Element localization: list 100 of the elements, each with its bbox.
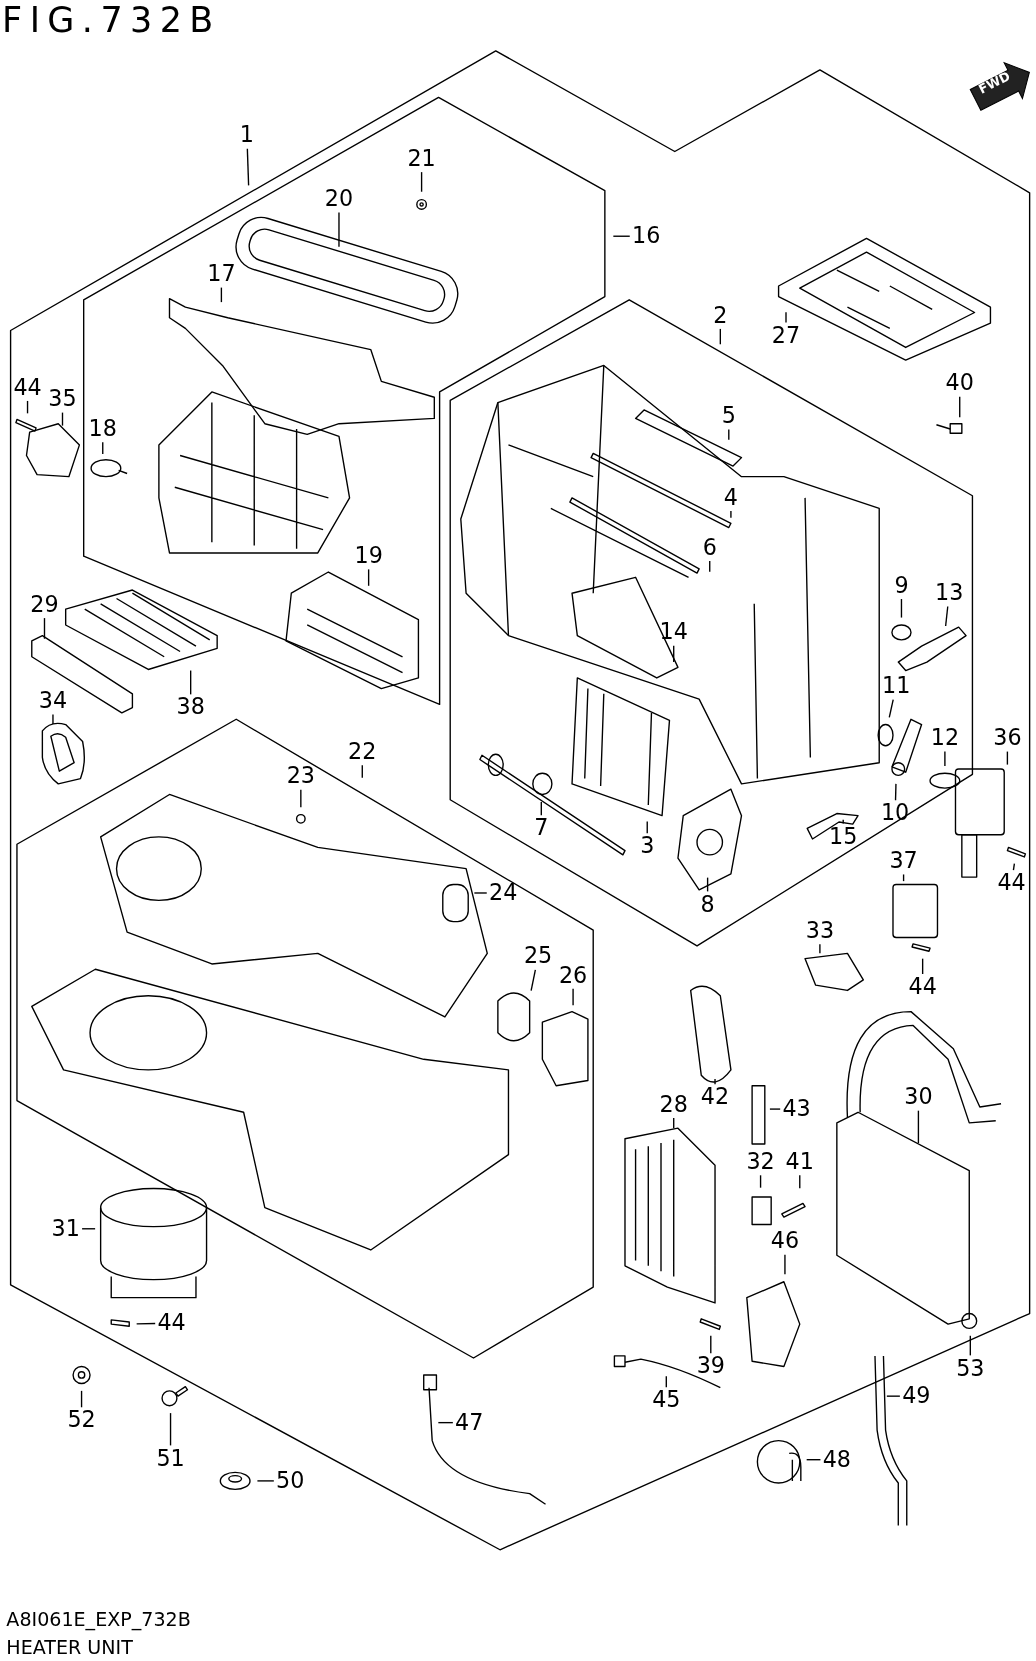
leader-line <box>52 713 54 725</box>
callout-number: 15 <box>829 825 858 848</box>
leader-line <box>361 764 363 779</box>
callout-number: 44 <box>157 1311 186 1335</box>
leader-line <box>785 311 787 324</box>
leader-line <box>246 148 250 187</box>
leader-line <box>673 644 675 663</box>
callout-number: 17 <box>207 263 236 286</box>
callout-number: 24 <box>489 881 518 905</box>
leader-line <box>530 969 537 992</box>
leader-line <box>473 892 488 894</box>
callout-number: 29 <box>30 593 59 616</box>
leader-line <box>572 988 574 1006</box>
callout-number: 32 <box>746 1150 775 1174</box>
leader-line <box>759 1174 762 1189</box>
leader-line <box>420 171 423 193</box>
leader-line <box>888 698 894 719</box>
leader-line <box>819 943 821 954</box>
leader-line <box>80 1390 83 1408</box>
callout-number: 4 <box>723 486 738 509</box>
leader-line <box>300 789 302 808</box>
callout-number: 36 <box>993 727 1022 750</box>
callout-number: 33 <box>805 920 835 943</box>
callout-number: 44 <box>908 976 937 999</box>
callout-number: 23 <box>286 765 315 788</box>
leader-line <box>367 568 370 587</box>
leader-line <box>805 1459 822 1461</box>
callout-number: 19 <box>354 545 383 568</box>
callout-number: 14 <box>659 621 688 644</box>
leader-line <box>710 1335 712 1354</box>
callout-number: 40 <box>945 372 974 395</box>
leader-line <box>540 801 542 816</box>
callout-number: 37 <box>889 850 918 873</box>
callout-number: 2 <box>713 304 728 327</box>
leader-line <box>894 783 897 801</box>
figure-title: FIG.732B <box>2 2 221 38</box>
leader-line <box>921 957 924 975</box>
leader-line <box>220 286 223 303</box>
leader-line <box>256 1480 275 1482</box>
leader-line <box>959 396 961 419</box>
callout-number: 22 <box>348 741 377 764</box>
leader-line <box>944 750 946 767</box>
leader-line <box>709 560 711 573</box>
callout-number: 25 <box>523 945 553 968</box>
callout-number: 38 <box>176 696 205 719</box>
leader-line <box>728 428 730 441</box>
callout-number: 45 <box>652 1389 681 1412</box>
leader-line <box>784 1254 786 1276</box>
leader-line <box>646 820 648 834</box>
callout-number: 34 <box>38 690 68 713</box>
drawing-code: A8I061E_EXP_732B <box>6 1610 191 1630</box>
leader-line <box>769 1108 781 1110</box>
callout-number: 11 <box>882 675 911 698</box>
callout-number: 52 <box>67 1409 96 1432</box>
leader-line <box>102 441 104 455</box>
leader-line <box>944 605 949 627</box>
callout-number: 1 <box>239 124 254 147</box>
leader-line <box>612 235 631 237</box>
leader-line <box>1012 862 1016 871</box>
leader-line <box>799 1174 801 1189</box>
leader-line <box>714 1078 716 1085</box>
callout-number: 44 <box>997 872 1026 895</box>
leader-line <box>706 876 709 893</box>
callout-number: 44 <box>13 376 42 399</box>
leader-line <box>665 1375 667 1388</box>
callout-number: 6 <box>702 536 717 559</box>
callout-number: 51 <box>156 1447 185 1470</box>
leader-line <box>61 411 64 427</box>
leader-line <box>169 1412 172 1447</box>
callout-number: 39 <box>696 1355 725 1378</box>
callout-number: 49 <box>902 1385 931 1408</box>
leader-line <box>26 400 29 415</box>
callout-number: 13 <box>934 582 964 605</box>
leader-line <box>437 1421 454 1424</box>
callout-number: 26 <box>558 964 588 987</box>
callout-number: 46 <box>770 1230 800 1253</box>
leader-line <box>1006 750 1009 766</box>
leader-line <box>43 617 46 640</box>
callout-number: 43 <box>782 1097 811 1121</box>
callout-number: 10 <box>880 802 910 825</box>
callout-number: 48 <box>822 1448 851 1471</box>
callout-number: 28 <box>659 1093 688 1116</box>
leader-line <box>338 211 340 248</box>
callout-number: 5 <box>721 405 736 428</box>
callout-number: 50 <box>276 1469 305 1492</box>
leader-line <box>886 1395 901 1397</box>
callout-number: 9 <box>894 574 909 597</box>
leader-line <box>190 669 192 696</box>
leader-line <box>917 1110 920 1144</box>
leader-line <box>81 1228 96 1230</box>
callout-number: 7 <box>534 817 549 840</box>
leader-line <box>135 1322 156 1325</box>
callout-number: 42 <box>700 1086 730 1109</box>
leader-line <box>719 328 721 345</box>
callout-number: 41 <box>785 1150 814 1174</box>
leader-line <box>730 510 732 519</box>
leader-line <box>842 819 844 825</box>
callout-number: 16 <box>632 225 661 248</box>
leader-line <box>969 1335 971 1357</box>
callout-number: 47 <box>455 1411 484 1434</box>
